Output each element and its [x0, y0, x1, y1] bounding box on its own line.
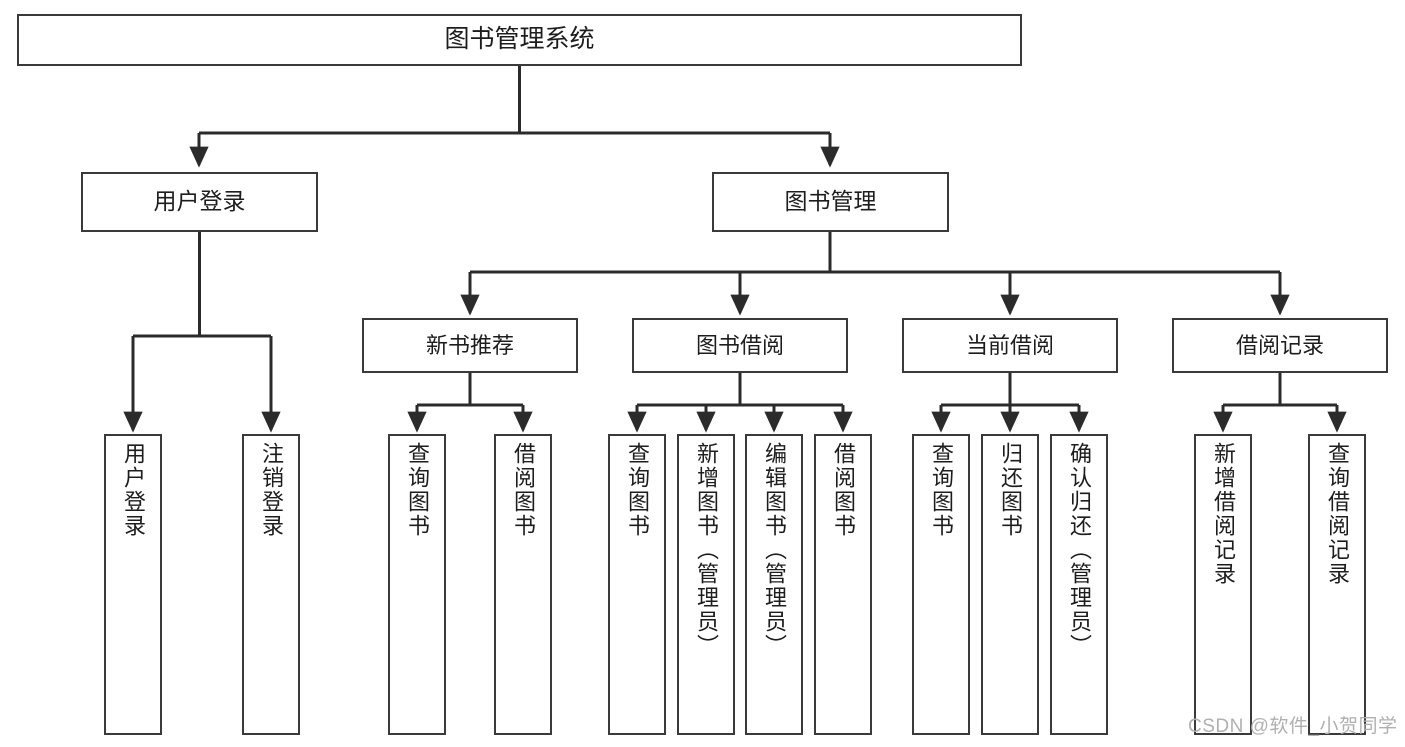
node-label: 查询图书	[405, 442, 430, 538]
node-label: 归还图书	[998, 442, 1023, 538]
node-label: 查询图书	[625, 442, 650, 538]
node-user-login[interactable]: 用户登录	[81, 172, 318, 232]
node-borrow-record[interactable]: 借阅记录	[1172, 318, 1388, 373]
node-new-book-recommend[interactable]: 新书推荐	[362, 318, 578, 373]
csdn-watermark: CSDN @软件_小贺同学	[1188, 716, 1398, 737]
leaf-user-login-logout[interactable]: 注销登录	[242, 434, 300, 735]
leaf-borrow-record-query-record[interactable]: 查询借阅记录	[1308, 434, 1366, 735]
node-label: 用户登录	[153, 188, 246, 215]
node-book-management-system[interactable]: 图书管理系统	[17, 14, 1022, 66]
leaf-book-borrow-add-book[interactable]: 新增图书（管理员）	[677, 434, 735, 735]
leaf-new-book-query-book[interactable]: 查询图书	[388, 434, 446, 735]
leaf-borrow-record-add-record[interactable]: 新增借阅记录	[1194, 434, 1252, 735]
leaf-current-borrow-confirm-return[interactable]: 确认归还（管理员）	[1050, 434, 1108, 735]
node-label: 当前借阅	[965, 332, 1054, 358]
leaf-user-login-login[interactable]: 用户登录	[104, 434, 162, 735]
node-label: 图书管理系统	[444, 25, 595, 54]
leaf-new-book-borrow-book[interactable]: 借阅图书	[494, 434, 552, 735]
leaf-book-borrow-query-book[interactable]: 查询图书	[608, 434, 666, 735]
node-current-borrow[interactable]: 当前借阅	[902, 318, 1118, 373]
node-label: 查询借阅记录	[1325, 442, 1350, 586]
node-label: 图书借阅	[695, 332, 784, 358]
node-label: 新增借阅记录	[1211, 442, 1236, 586]
node-label: 新书推荐	[425, 332, 514, 358]
leaf-book-borrow-edit-book[interactable]: 编辑图书（管理员）	[745, 434, 803, 735]
leaf-book-borrow-borrow-book[interactable]: 借阅图书	[814, 434, 872, 735]
node-label: 图书管理	[784, 188, 877, 215]
node-label: 查询图书	[929, 442, 954, 538]
leaf-current-borrow-query-book[interactable]: 查询图书	[912, 434, 970, 735]
leaf-current-borrow-return-book[interactable]: 归还图书	[981, 434, 1039, 735]
node-label: 借阅图书	[511, 442, 536, 538]
node-label: 注销登录	[259, 442, 284, 538]
node-book-borrow[interactable]: 图书借阅	[632, 318, 848, 373]
node-label: 借阅图书	[831, 442, 856, 538]
node-label: 编辑图书（管理员）	[762, 442, 787, 658]
node-label: 新增图书（管理员）	[694, 442, 719, 658]
node-label: 借阅记录	[1235, 332, 1324, 358]
node-label: 确认归还（管理员）	[1067, 442, 1092, 658]
node-book-management[interactable]: 图书管理	[712, 172, 949, 232]
node-label: 用户登录	[121, 442, 146, 538]
